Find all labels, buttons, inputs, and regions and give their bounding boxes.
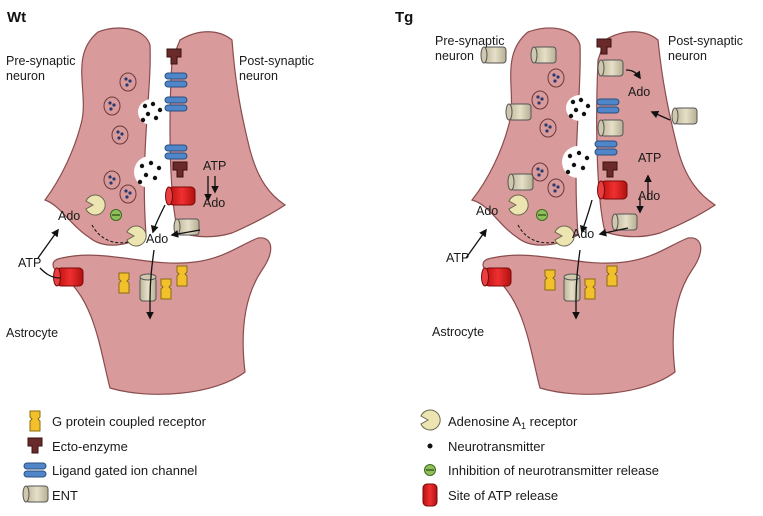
atp-release-site-wt-astro: [53, 267, 84, 287]
legend-ent-label: ENT: [52, 488, 78, 503]
panel-wt: Wt: [6, 9, 314, 395]
ecto-enzyme-icon: [27, 437, 43, 454]
neurotransmitter-dot-icon: [427, 443, 433, 449]
atp-release-site-tg-post: [597, 180, 628, 200]
legend-right: Adenosine A1 receptor Neurotransmitter I…: [420, 409, 659, 507]
neurotransmitter-cluster-tg: [565, 97, 591, 175]
label-ado-post-wt: Ado: [203, 196, 225, 210]
label-ado-top-tg: Ado: [628, 85, 650, 99]
panel-title-wt: Wt: [7, 9, 26, 26]
atp-release-site-icon: [422, 483, 438, 507]
label-atp-post-tg: ATP: [638, 151, 661, 165]
ent-icon: [22, 485, 49, 503]
legend-atp-site-label: Site of ATP release: [448, 488, 558, 503]
legend-inhibition-label: Inhibition of neurotransmitter release: [448, 463, 659, 478]
label-postsynaptic-tg-2: neuron: [668, 49, 707, 63]
label-ado-left-wt: Ado: [58, 209, 80, 223]
legend-ion-channel-label: Ligand gated ion channel: [52, 463, 197, 478]
atp-release-site-wt-post: [165, 186, 196, 206]
label-ado-cleft-wt: Ado: [146, 232, 168, 246]
label-atp-post-wt: ATP: [203, 159, 226, 173]
astrocyte-tg: [482, 237, 702, 395]
legend-gpcr-label: G protein coupled receptor: [52, 414, 207, 429]
legend-neurotransmitter-label: Neurotransmitter: [448, 439, 545, 454]
label-presynaptic-wt-2: neuron: [6, 69, 45, 83]
legend-ecto-label: Ecto-enzyme: [52, 439, 128, 454]
panel-tg: Tg: [395, 9, 743, 395]
label-astrocyte-wt: Astrocyte: [6, 326, 58, 340]
label-postsynaptic-wt-1: Post-synaptic: [239, 54, 314, 68]
inhibition-icon: [423, 463, 437, 477]
atp-release-site-tg-astro: [481, 267, 512, 287]
label-presynaptic-tg-2: neuron: [435, 49, 474, 63]
gpcr-icon: [29, 410, 41, 432]
label-atp-astro-tg: ATP: [446, 251, 469, 265]
panel-title-tg: Tg: [395, 9, 413, 26]
legend-a1-label: Adenosine A1 receptor: [448, 414, 578, 431]
label-ado-post-tg: Ado: [638, 189, 660, 203]
label-astrocyte-tg: Astrocyte: [432, 325, 484, 339]
label-presynaptic-tg-1: Pre-synaptic: [435, 34, 504, 48]
label-atp-astro-wt: ATP: [18, 256, 41, 270]
astrocyte-wt: [52, 237, 272, 395]
label-postsynaptic-wt-2: neuron: [239, 69, 278, 83]
label-presynaptic-wt-1: Pre-synaptic: [6, 54, 75, 68]
label-ado-left-tg: Ado: [476, 204, 498, 218]
legend-left: G protein coupled receptor Ecto-enzyme L…: [22, 410, 207, 503]
ion-channel-icon: [23, 462, 47, 478]
neurotransmitter-cluster-wt: [137, 101, 163, 185]
label-postsynaptic-tg-1: Post-synaptic: [668, 34, 743, 48]
a1-receptor-icon: [420, 409, 441, 431]
label-ado-cleft-tg: Ado: [572, 227, 594, 241]
